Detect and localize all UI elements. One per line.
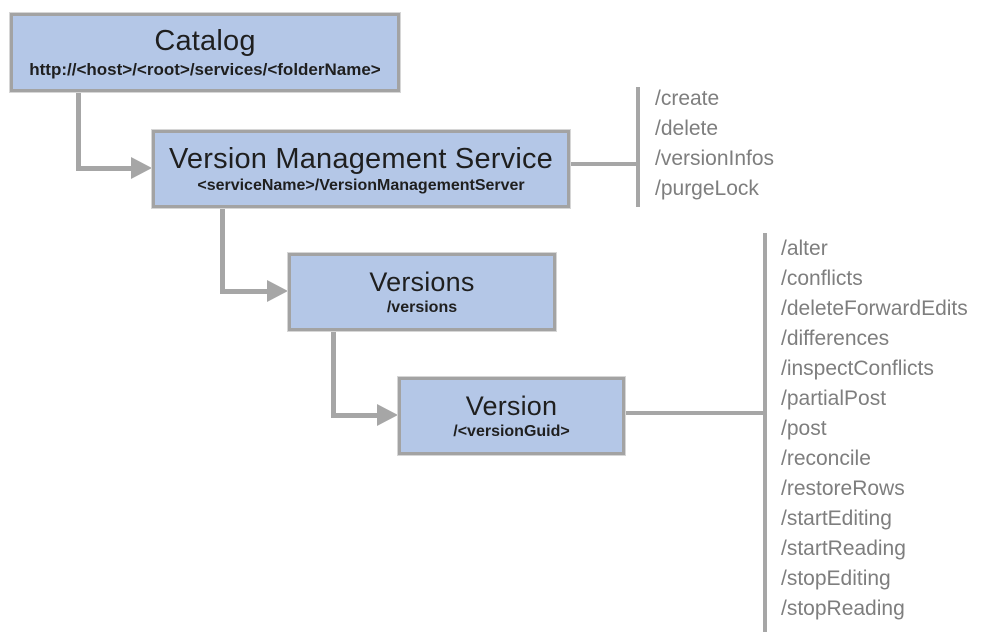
node-versions-subtitle: /versions: [386, 298, 458, 316]
operation-item: /alter: [781, 237, 828, 260]
operation-item: /differences: [781, 327, 890, 350]
operation-item: /delete: [655, 117, 719, 140]
operations-list-vms: /create /delete /versionInfos /purgeLock: [655, 84, 774, 204]
connector-catalog-to-vms-vertical: [76, 92, 81, 171]
node-version-management-service: Version Management Service <serviceName>…: [152, 130, 570, 208]
node-catalog-subtitle: http://<host>/<root>/services/<folderNam…: [29, 59, 381, 79]
operations-list-version: /alter /conflicts /deleteForwardEdits /d…: [781, 234, 968, 624]
operation-item: /partialPost: [781, 387, 887, 410]
node-versions: Versions /versions: [288, 253, 556, 331]
node-version-subtitle: /<versionGuid>: [453, 422, 570, 440]
operations-bracket-vms: [636, 87, 640, 207]
node-catalog-title: Catalog: [154, 25, 256, 58]
operation-item: /startReading: [781, 537, 906, 560]
connector-vms-to-versions-vertical: [220, 208, 225, 294]
operation-item: /create: [655, 87, 720, 110]
arrowhead-to-versions-icon: [267, 280, 288, 302]
node-version-title: Version: [465, 390, 558, 421]
operation-item: /versionInfos: [655, 147, 775, 170]
node-version: Version /<versionGuid>: [398, 377, 625, 455]
connector-catalog-to-vms-horizontal: [76, 166, 132, 171]
node-versions-title: Versions: [369, 266, 475, 297]
operation-item: /stopEditing: [781, 567, 891, 590]
operation-item: /purgeLock: [655, 177, 759, 200]
operation-item: /stopReading: [781, 597, 905, 620]
operation-item: /restoreRows: [781, 477, 905, 500]
connector-vms-to-versions-horizontal: [220, 289, 268, 294]
connector-vms-to-operations: [570, 162, 636, 166]
connector-version-to-operations: [625, 411, 763, 415]
connector-versions-to-version-horizontal: [331, 413, 377, 418]
operation-item: /inspectConflicts: [781, 357, 934, 380]
operation-item: /reconcile: [781, 447, 871, 470]
node-vms-title: Version Management Service: [168, 142, 553, 175]
node-catalog: Catalog http://<host>/<root>/services/<f…: [10, 13, 400, 92]
arrowhead-to-vms-icon: [131, 157, 152, 179]
node-vms-subtitle: <serviceName>/VersionManagementServer: [197, 177, 525, 195]
operation-item: /deleteForwardEdits: [781, 297, 968, 320]
connector-versions-to-version-vertical: [331, 331, 336, 418]
operation-item: /post: [781, 417, 827, 440]
operation-item: /conflicts: [781, 267, 863, 290]
operations-bracket-version: [763, 233, 767, 632]
operation-item: /startEditing: [781, 507, 892, 530]
arrowhead-to-version-icon: [377, 404, 398, 426]
